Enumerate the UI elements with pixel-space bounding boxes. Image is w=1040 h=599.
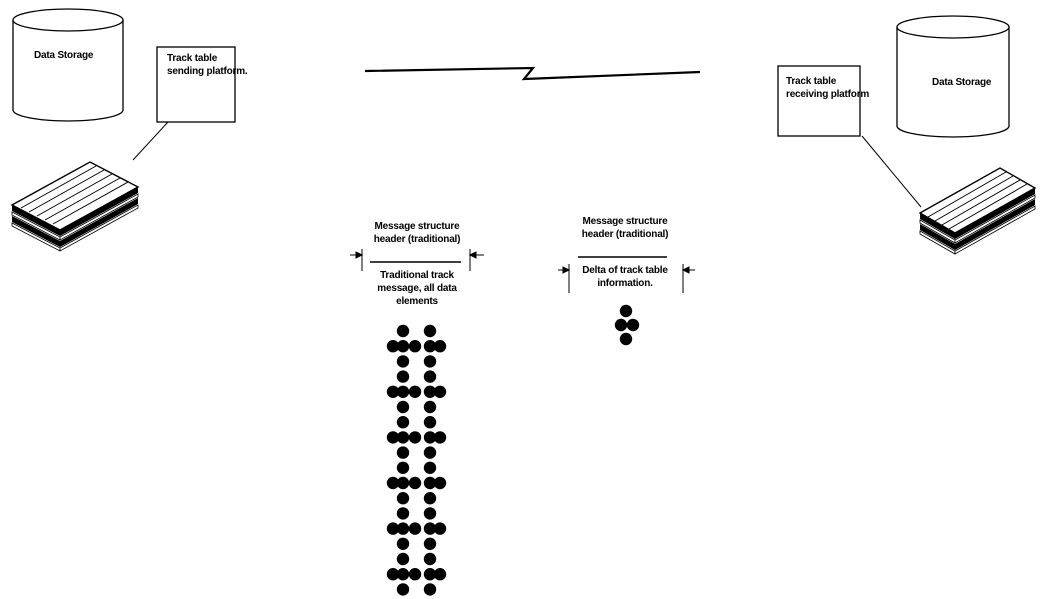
right-server-rack-icon: [918, 167, 1037, 255]
data-element-dot: [423, 568, 437, 581]
left-connector-line: [132, 121, 169, 161]
left-platform-label-line2: sending platform.: [167, 66, 248, 77]
data-element-dot: [433, 522, 447, 535]
delta-body-line1: Delta of track table: [582, 265, 668, 276]
data-element-dot: [433, 340, 447, 353]
data-element-dot: [396, 370, 410, 383]
data-element-dot: [614, 318, 628, 332]
data-element-dot: [423, 416, 437, 429]
data-element-dot: [386, 431, 400, 444]
right-data-storage-cylinder: [896, 15, 1010, 138]
data-element-dot: [423, 400, 437, 414]
data-element-dot: [423, 476, 437, 490]
data-element-dot: [396, 446, 410, 459]
data-element-dot: [423, 492, 437, 505]
data-element-dot: [433, 476, 447, 490]
delta-data-elements: [614, 304, 640, 346]
data-element-dot: [423, 324, 437, 338]
data-element-dot: [386, 476, 400, 490]
data-element-dot: [396, 355, 410, 368]
right-track-table-box: [777, 65, 861, 137]
left-server-rack-icon: [10, 161, 140, 252]
data-element-dot: [433, 385, 447, 398]
traditional-body-line2: message, all data: [377, 283, 457, 294]
data-element-dot: [386, 522, 400, 535]
left-track-table-box: [156, 46, 236, 123]
data-element-dot: [396, 385, 410, 398]
data-element-dot: [396, 340, 410, 353]
communication-link-line: [364, 66, 701, 81]
data-element-dot: [408, 522, 422, 535]
data-element-dot: [396, 583, 410, 596]
data-element-dot: [423, 552, 437, 566]
traditional-message-bracket: [350, 249, 484, 271]
data-element-dot: [423, 446, 437, 459]
data-element-dot: [386, 340, 400, 353]
traditional-body-line3: elements: [396, 296, 438, 307]
data-element-dot: [619, 304, 633, 318]
delta-header-line2: header (traditional): [581, 229, 669, 240]
data-element-dot: [433, 568, 447, 581]
data-element-dot: [423, 370, 437, 383]
data-element-dot: [423, 385, 437, 398]
data-element-dot: [408, 476, 422, 490]
data-element-dot: [423, 461, 437, 474]
delta-message-bracket: [558, 256, 695, 293]
data-element-dot: [408, 340, 422, 353]
data-element-dot: [396, 522, 410, 535]
data-element-dot: [396, 400, 410, 414]
data-element-dot: [386, 568, 400, 581]
traditional-body-line1: Traditional track: [380, 270, 454, 281]
data-element-dot: [396, 324, 410, 338]
data-element-dot: [433, 431, 447, 444]
data-element-dot: [423, 537, 437, 550]
data-element-dot: [423, 507, 437, 520]
data-element-dot: [386, 385, 400, 398]
data-element-dot: [396, 537, 410, 550]
left-platform-label-line1: Track table: [167, 53, 218, 64]
data-element-dot: [396, 492, 410, 505]
data-element-dot: [423, 355, 437, 368]
traditional-header-line2: header (traditional): [373, 234, 461, 245]
right-platform-label-line2: receiving platform: [786, 89, 870, 100]
data-element-dot: [396, 552, 410, 566]
data-element-dot: [408, 568, 422, 581]
data-element-dot: [396, 476, 410, 490]
data-element-dot: [626, 318, 640, 332]
data-element-dot: [396, 431, 410, 444]
delta-body-line2: information.: [597, 278, 653, 289]
data-element-dot: [619, 332, 633, 346]
data-element-dot: [423, 431, 437, 444]
right-platform-label-line1: Track table: [786, 76, 837, 87]
right-connector-line: [861, 135, 922, 208]
data-element-dot: [423, 583, 437, 596]
data-element-dot: [408, 385, 422, 398]
delta-header-line1: Message structure: [582, 216, 668, 227]
data-element-dot: [408, 431, 422, 444]
data-element-dot: [423, 340, 437, 353]
left-storage-label: Data Storage: [34, 50, 94, 61]
data-element-dot: [396, 507, 410, 520]
right-storage-label: Data Storage: [932, 77, 992, 88]
data-element-dot: [396, 416, 410, 429]
data-element-dot: [423, 522, 437, 535]
traditional-data-elements: [386, 324, 447, 596]
data-element-dot: [396, 568, 410, 581]
data-element-dot: [396, 461, 410, 474]
left-data-storage-cylinder: [12, 8, 124, 122]
traditional-header-line1: Message structure: [374, 221, 460, 232]
